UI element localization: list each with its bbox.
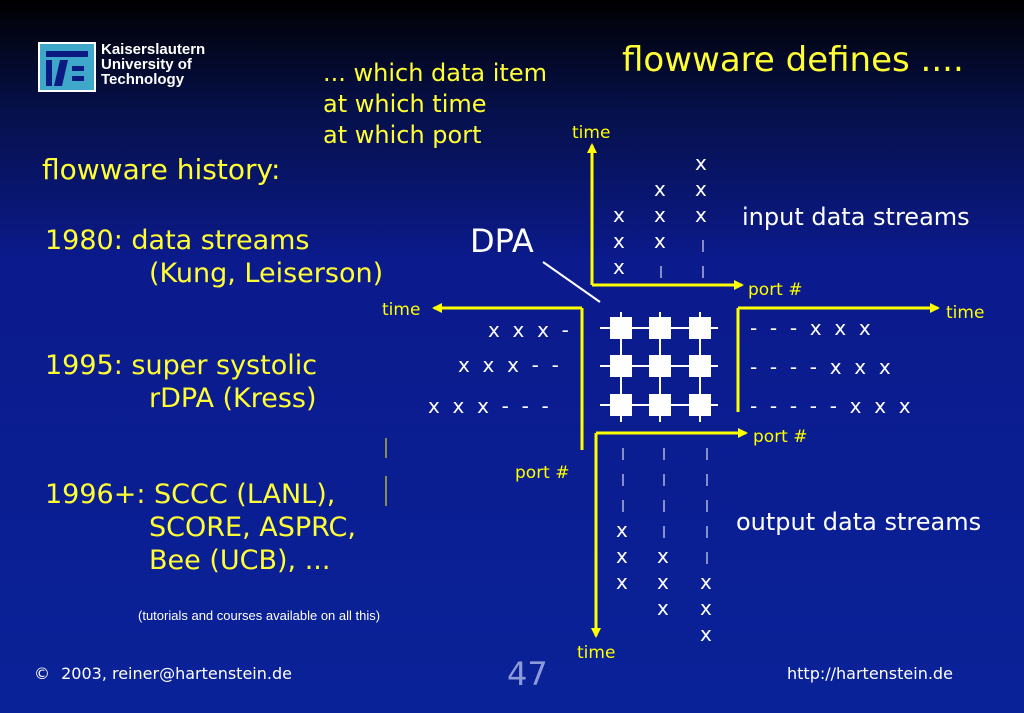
output-mark: x (616, 570, 628, 594)
tutorials-note: (tutorials and courses available on all … (138, 608, 381, 623)
output-port-label: port # (753, 427, 808, 447)
copyright-symbol: © (34, 664, 50, 683)
left-row-1: x x x - (488, 318, 569, 342)
history-entry-1980: 1980: data streams (Kung, Leiserson) (45, 224, 383, 290)
input-mark: x (613, 203, 625, 227)
dpa-label: DPA (470, 222, 534, 260)
input-mark: x (695, 203, 707, 227)
input-port-label: port # (748, 280, 803, 300)
input-streams-label: input data streams (742, 203, 970, 231)
copyright: © 2003, reiner@hartenstein.de (34, 664, 292, 683)
right-row-1: - - - x x x (750, 316, 871, 340)
logo-line-2: University of (101, 56, 192, 73)
history-title: flowware history: (42, 153, 281, 186)
input-mark: x (654, 203, 666, 227)
copyright-text[interactable]: 2003, reiner@hartenstein.de (61, 664, 292, 683)
dpa-cell (610, 394, 632, 416)
output-mark: x (657, 544, 669, 568)
input-mark: x (613, 229, 625, 253)
logo-line-1: Kaiserslautern (101, 41, 206, 58)
flowware-questions: ... which data item at which time at whi… (323, 58, 547, 151)
university-logo (38, 42, 96, 92)
dpa-cell (649, 394, 671, 416)
logo-line-3: Technology (101, 71, 185, 88)
history-1980-line-2: (Kung, Leiserson) (149, 258, 384, 289)
dpa-cell (689, 394, 711, 416)
output-mark: x (616, 518, 628, 542)
history-1996-line-2: SCORE, ASPRC, (149, 512, 356, 543)
dpa-cell (649, 355, 671, 377)
history-1996-line-1: 1996+: SCCC (LANL), (45, 479, 336, 510)
history-1980-line-1: 1980: data streams (45, 225, 310, 256)
history-1995-line-2: rDPA (Kress) (149, 383, 317, 414)
question-line-2: at which time (323, 90, 487, 118)
left-row-2: x x x - - (458, 353, 559, 377)
input-mark: x (654, 177, 666, 201)
right-time-label: time (946, 303, 984, 323)
input-time-label: time (572, 123, 610, 143)
output-mark: x (657, 570, 669, 594)
output-mark: x (657, 596, 669, 620)
question-line-1: ... which data item (323, 59, 547, 87)
input-mark: x (613, 255, 625, 279)
page-number: 47 (507, 655, 548, 693)
output-mark: x (616, 544, 628, 568)
left-row-3: x x x - - - (428, 394, 549, 418)
website-link[interactable]: http://hartenstein.de (787, 664, 953, 683)
slide-title: flowware defines .... (622, 40, 964, 80)
output-time-label: time (577, 643, 615, 663)
logo-mark-icon (40, 44, 94, 90)
output-mark: x (700, 622, 712, 646)
input-mark: x (695, 177, 707, 201)
output-streams-label: output data streams (736, 508, 981, 536)
dpa-pointer (542, 261, 601, 303)
history-1996-line-3: Bee (UCB), ... (149, 545, 331, 576)
right-row-2: - - - - x x x (750, 355, 891, 379)
dpa-cell (649, 317, 671, 339)
dpa-cell (610, 317, 632, 339)
left-port-label: port # (515, 463, 570, 483)
dpa-cell (689, 317, 711, 339)
input-mark: x (654, 229, 666, 253)
dpa-cell (610, 355, 632, 377)
university-name: Kaiserslautern University of Technology (101, 42, 205, 87)
history-entry-1995: 1995: super systolic rDPA (Kress) (45, 349, 317, 415)
right-row-3: - - - - - x x x (750, 394, 911, 418)
input-mark: x (695, 151, 707, 175)
history-1995-line-1: 1995: super systolic (45, 350, 318, 381)
left-time-label: time (382, 300, 420, 320)
dpa-cell (689, 355, 711, 377)
question-line-3: at which port (323, 121, 482, 149)
output-mark: x (700, 596, 712, 620)
history-entry-1996: 1996+: SCCC (LANL), SCORE, ASPRC, Bee (U… (45, 478, 356, 577)
output-mark: x (700, 570, 712, 594)
